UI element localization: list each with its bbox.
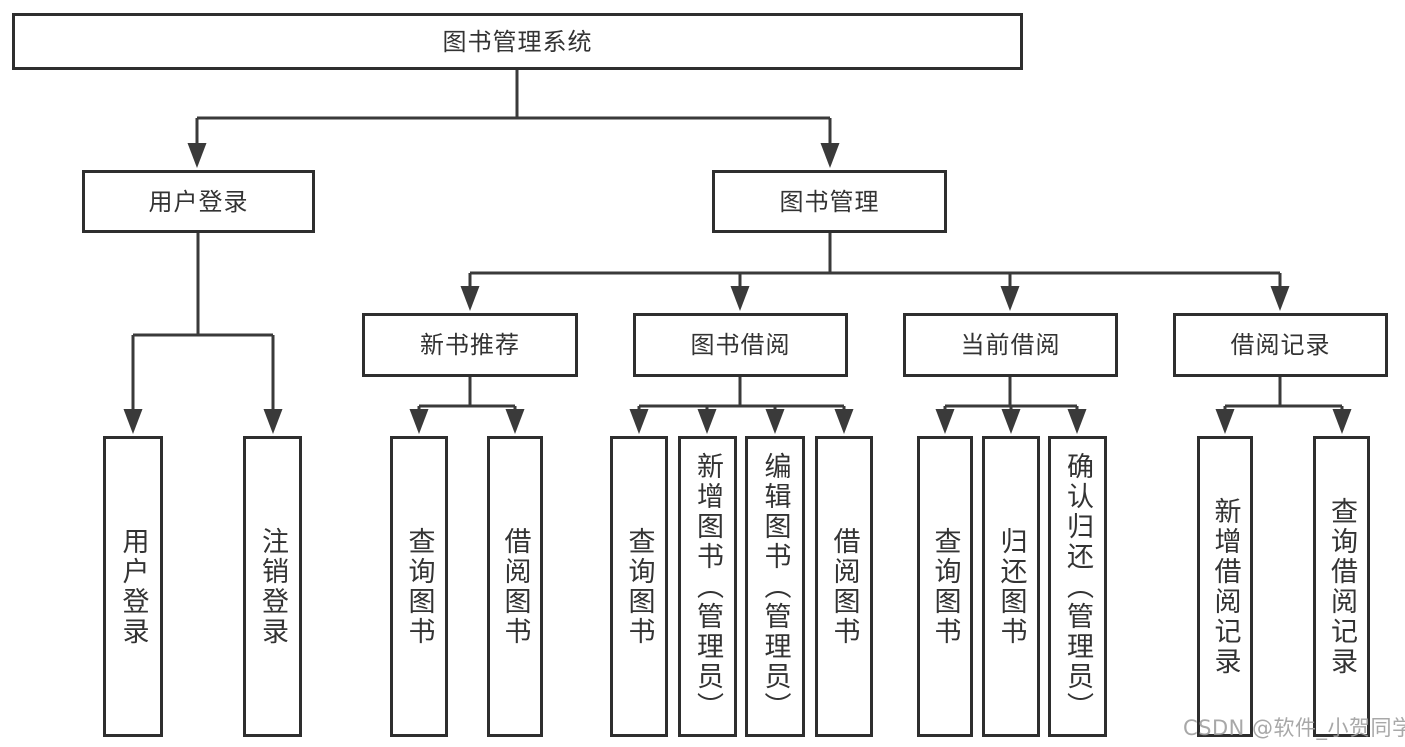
- arrow-down-icon: [505, 409, 525, 434]
- node-borrow-records-label: 借阅记录: [1230, 331, 1331, 359]
- leaf-logout: 注销登录: [243, 436, 302, 737]
- connector-book-borrow: [637, 377, 846, 411]
- arrow-down-icon: [834, 409, 854, 434]
- leaf-borrow-books: 借阅图书: [815, 436, 873, 737]
- connector-new-books: [417, 377, 517, 411]
- leaf-add-borrow-record: 新增借阅记录: [1197, 436, 1253, 737]
- leaf-query-books-label: 查询图书: [929, 526, 961, 647]
- leaf-add-book-admin-label: 新增图书（管理员）: [692, 451, 723, 722]
- leaf-borrow-books-label: 借阅图书: [499, 526, 531, 647]
- node-book-management: 图书管理: [712, 170, 947, 233]
- connector-user-login: [131, 233, 275, 411]
- connector-records: [1223, 377, 1344, 411]
- leaf-query-books-label: 查询图书: [623, 526, 655, 647]
- arrow-down-icon: [460, 286, 480, 311]
- arrow-down-icon: [629, 409, 649, 434]
- arrow-down-icon: [123, 409, 143, 434]
- node-current-borrow: 当前借阅: [903, 313, 1118, 377]
- leaf-query-books: 查询图书: [917, 436, 973, 737]
- arrow-down-icon: [409, 409, 429, 434]
- node-root-system: 图书管理系统: [12, 13, 1023, 70]
- arrow-down-icon: [697, 409, 717, 434]
- node-new-book-recommend: 新书推荐: [362, 313, 578, 377]
- leaf-query-borrow-record-label: 查询借阅记录: [1326, 496, 1357, 677]
- arrow-down-icon: [1067, 409, 1087, 434]
- node-new-book-recommend-label: 新书推荐: [420, 331, 520, 359]
- leaf-return-books-label: 归还图书: [995, 526, 1027, 647]
- leaf-user-login-label: 用户登录: [117, 526, 149, 647]
- arrow-down-icon: [1001, 409, 1021, 434]
- connector-root: [195, 70, 832, 145]
- arrow-down-icon: [263, 409, 283, 434]
- leaf-edit-book-admin-label: 编辑图书（管理员）: [759, 451, 791, 722]
- node-current-borrow-label: 当前借阅: [960, 331, 1061, 359]
- leaf-edit-book-admin: 编辑图书（管理员）: [745, 436, 805, 737]
- node-book-borrow-label: 图书借阅: [690, 331, 791, 359]
- arrow-down-icon: [820, 143, 840, 168]
- leaf-logout-label: 注销登录: [257, 526, 288, 647]
- node-user-login: 用户登录: [82, 170, 315, 233]
- arrow-down-icon: [1000, 286, 1020, 311]
- leaf-user-login: 用户登录: [103, 436, 163, 737]
- leaf-return-books: 归还图书: [982, 436, 1040, 737]
- leaf-query-books: 查询图书: [390, 436, 448, 737]
- node-book-borrow: 图书借阅: [633, 313, 848, 377]
- csdn-watermark: CSDN @软件_小贺同学: [1183, 716, 1405, 740]
- arrow-down-icon: [187, 143, 207, 168]
- leaf-add-book-admin: 新增图书（管理员）: [678, 436, 737, 737]
- leaf-confirm-return-admin-label: 确认归还（管理员）: [1062, 451, 1093, 722]
- leaf-query-borrow-record: 查询借阅记录: [1313, 436, 1370, 737]
- leaf-query-books: 查询图书: [610, 436, 668, 737]
- arrow-down-icon: [765, 409, 785, 434]
- arrow-down-icon: [730, 286, 750, 311]
- arrow-down-icon: [1215, 409, 1235, 434]
- connector-current-borrow: [943, 377, 1079, 411]
- connector-book-mgmt: [468, 233, 1282, 288]
- leaf-borrow-books: 借阅图书: [487, 436, 543, 737]
- node-root-label: 图书管理系统: [442, 27, 593, 56]
- leaf-query-books-label: 查询图书: [403, 526, 435, 647]
- leaf-add-borrow-record-label: 新增借阅记录: [1209, 496, 1241, 677]
- arrow-down-icon: [1332, 409, 1352, 434]
- node-user-login-label: 用户登录: [148, 187, 249, 216]
- arrow-down-icon: [935, 409, 955, 434]
- node-borrow-records: 借阅记录: [1173, 313, 1388, 377]
- node-book-management-label: 图书管理: [779, 187, 880, 216]
- leaf-confirm-return-admin: 确认归还（管理员）: [1048, 436, 1107, 737]
- arrow-down-icon: [1270, 286, 1290, 311]
- leaf-borrow-books-label: 借阅图书: [828, 526, 860, 647]
